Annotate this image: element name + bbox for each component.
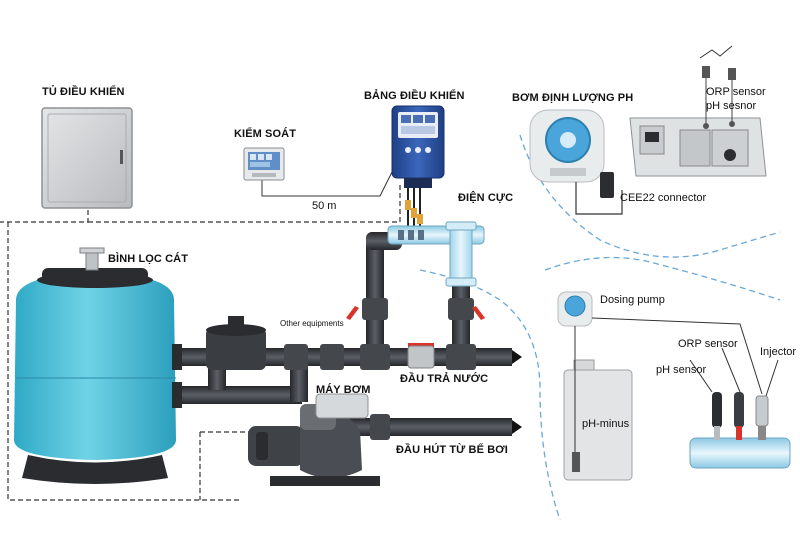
cee22-connector-label: CEE22 connector (620, 192, 707, 204)
ph-minus-label: pH-minus (582, 418, 630, 430)
valve-handle-right (472, 306, 485, 320)
return-valve-body (407, 345, 435, 369)
electrode-connectors (405, 200, 423, 224)
return-outlet-label: ĐẦU TRẢ NƯỚC (400, 373, 489, 385)
control-cabinet-label: TỦ ĐIỀU KHIỂN (42, 86, 125, 98)
cabinet-to-panel-cable (88, 182, 401, 223)
ph-sensor-bottom-label: pH sensor (656, 364, 707, 376)
electrode-label: ĐIỆN CỰC (458, 192, 514, 204)
filter-top-valve (79, 247, 105, 271)
pool-suction-label: ĐẦU HÚT TỪ BỂ BƠI (396, 444, 508, 456)
tank-base (22, 455, 168, 484)
flow-arrows (512, 350, 522, 434)
ph-plug-top (728, 68, 736, 80)
distance-label: 50 m (312, 200, 337, 212)
multiport-valve (206, 316, 266, 370)
filter-pump-pipe (172, 386, 302, 404)
orp-sensor-bottom-label: ORP sensor (678, 338, 738, 350)
divider-middle (419, 269, 561, 521)
bypass-riser-left (366, 240, 384, 355)
dosing-pump-label: Dosing pump (600, 294, 665, 306)
cabinet-cable (0, 210, 89, 223)
control-cabinet (41, 107, 133, 209)
cabinet-to-pump-cable (7, 222, 240, 501)
ph-dosing-pump-label: BƠM ĐỊNH LƯỢNG PH (512, 92, 634, 104)
cee22-plug (600, 172, 614, 198)
ph-sensor-top-label: pH sesnor (706, 100, 757, 112)
sand-filter-label: BÌNH LỌC CÁT (108, 253, 189, 265)
sand-filter-tank (14, 247, 176, 484)
bottom-ph-probe (689, 359, 722, 440)
bottom-orp-probe (721, 347, 744, 440)
sensor-pipe-assembly (689, 347, 791, 469)
monitor-cable (261, 171, 393, 197)
injector-fitting (755, 359, 779, 440)
electrode-manifold (387, 221, 485, 287)
monitor-label: KIỂM SOÁT (234, 128, 297, 140)
return-flow-arrow (512, 350, 522, 364)
lightning-symbol (699, 45, 733, 59)
ph-minus-canister (563, 359, 633, 481)
injector-label: Injector (760, 346, 797, 358)
control-panel-label: BẢNG ĐIỀU KHIỂN (364, 90, 465, 102)
orp-plug-top (702, 66, 710, 78)
cabinet-handle (120, 150, 123, 164)
sensor-controller-box (629, 45, 767, 177)
control-cable-lines (0, 182, 401, 501)
orp-sensor-top-label: ORP sensor (706, 86, 766, 98)
control-panel-unit (391, 105, 445, 188)
dosing-pump-small (557, 291, 763, 395)
remote-monitor-display (243, 147, 285, 181)
valve-handle-left (346, 306, 359, 320)
circulation-pump (248, 393, 380, 486)
pump-label: MÁY BƠM (316, 384, 371, 396)
divider-right (544, 256, 781, 301)
suction-flow-arrow (512, 420, 522, 434)
ph-dosing-pump-unit (529, 109, 623, 215)
other-equipments-label: Other equipments (280, 319, 344, 328)
